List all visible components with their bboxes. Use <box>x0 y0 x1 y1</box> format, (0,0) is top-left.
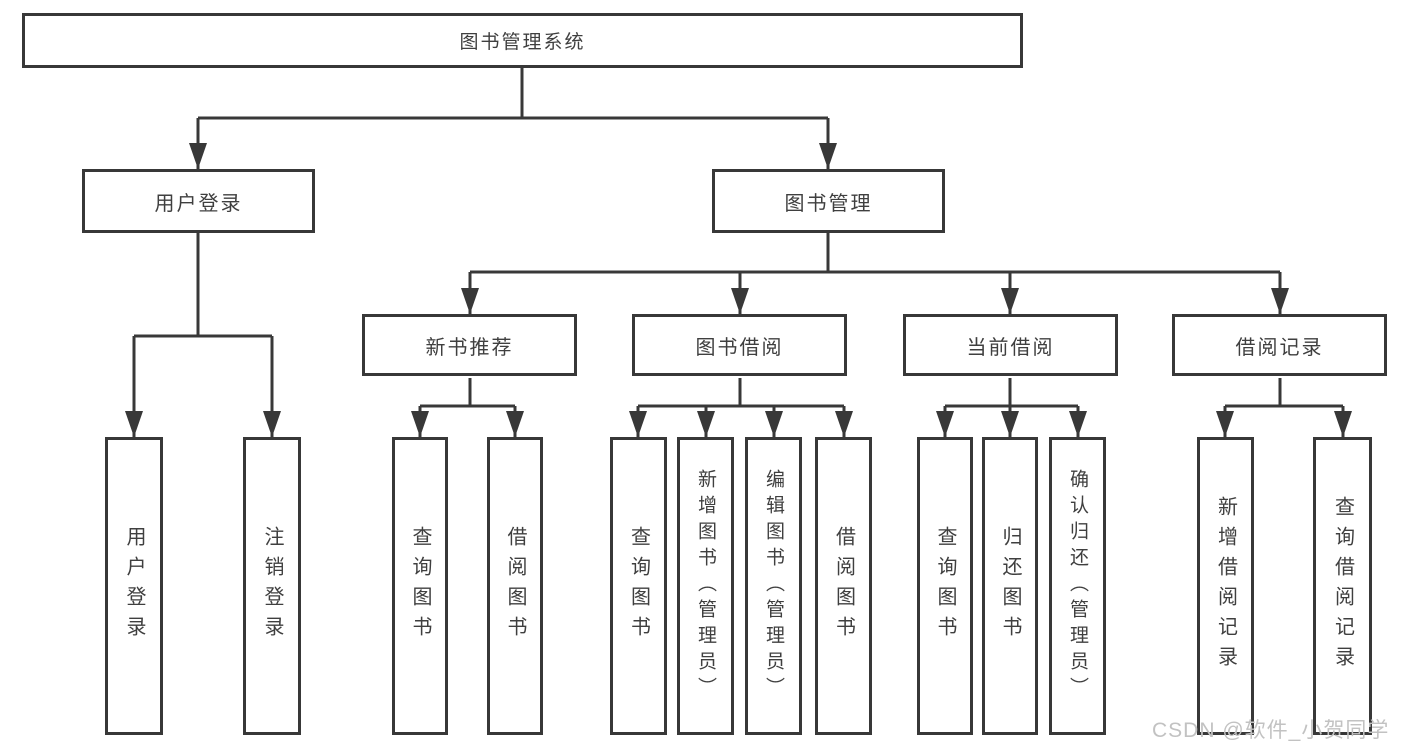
node-new-book-recommend: 新书推荐 <box>362 314 577 376</box>
csdn-watermark: CSDN @软件_小贺同学 <box>1152 719 1390 742</box>
node-logout: 注销登录 <box>243 437 301 735</box>
arrow-drops <box>125 118 1352 437</box>
node-book-borrowing: 图书借阅 <box>632 314 847 376</box>
node-logout-label: 注销登录 <box>261 526 283 646</box>
node-user-login: 用户登录 <box>82 169 315 233</box>
node-user-login-label: 用户登录 <box>154 192 243 215</box>
node-query-borrow-record: 查询借阅记录 <box>1313 437 1372 735</box>
node-current-borrowing-label: 当前借阅 <box>966 336 1055 359</box>
node-user-login-action: 用户登录 <box>105 437 163 735</box>
node-library-system-label: 图书管理系统 <box>459 32 586 53</box>
node-book-management: 图书管理 <box>712 169 945 233</box>
node-query-books-current: 查询图书 <box>917 437 973 735</box>
node-borrow-books-label: 借阅图书 <box>832 526 855 646</box>
node-current-borrowing: 当前借阅 <box>903 314 1118 376</box>
node-borrowing-records-label: 借阅记录 <box>1235 336 1324 359</box>
node-borrowing-records: 借阅记录 <box>1172 314 1387 376</box>
node-borrow-books-recommend-label: 借阅图书 <box>504 526 526 646</box>
node-edit-books-admin-label: 编辑图书（管理员） <box>763 469 784 703</box>
node-query-books-borrow: 查询图书 <box>610 437 667 735</box>
node-confirm-return-admin: 确认归还（管理员） <box>1049 437 1106 735</box>
node-add-borrow-record-label: 新增借阅记录 <box>1214 496 1237 676</box>
node-query-books-recommend: 查询图书 <box>392 437 448 735</box>
node-add-books-admin-label: 新增图书（管理员） <box>695 469 716 703</box>
node-confirm-return-admin-label: 确认归还（管理员） <box>1067 469 1088 703</box>
node-borrow-books-recommend: 借阅图书 <box>487 437 543 735</box>
node-query-borrow-record-label: 查询借阅记录 <box>1331 496 1354 676</box>
node-query-books-current-label: 查询图书 <box>934 526 956 646</box>
node-library-system: 图书管理系统 <box>22 13 1023 68</box>
node-edit-books-admin: 编辑图书（管理员） <box>745 437 802 735</box>
node-query-books-recommend-label: 查询图书 <box>409 526 431 646</box>
node-user-login-action-label: 用户登录 <box>123 526 145 646</box>
node-return-books-label: 归还图书 <box>999 526 1021 646</box>
node-book-management-label: 图书管理 <box>784 192 873 215</box>
node-query-books-borrow-label: 查询图书 <box>627 526 650 646</box>
node-add-books-admin: 新增图书（管理员） <box>677 437 734 735</box>
node-add-borrow-record: 新增借阅记录 <box>1197 437 1254 735</box>
node-book-borrowing-label: 图书借阅 <box>695 336 784 359</box>
node-return-books: 归还图书 <box>982 437 1038 735</box>
node-new-book-recommend-label: 新书推荐 <box>425 336 514 359</box>
node-borrow-books: 借阅图书 <box>815 437 872 735</box>
connector-path <box>134 68 1343 408</box>
